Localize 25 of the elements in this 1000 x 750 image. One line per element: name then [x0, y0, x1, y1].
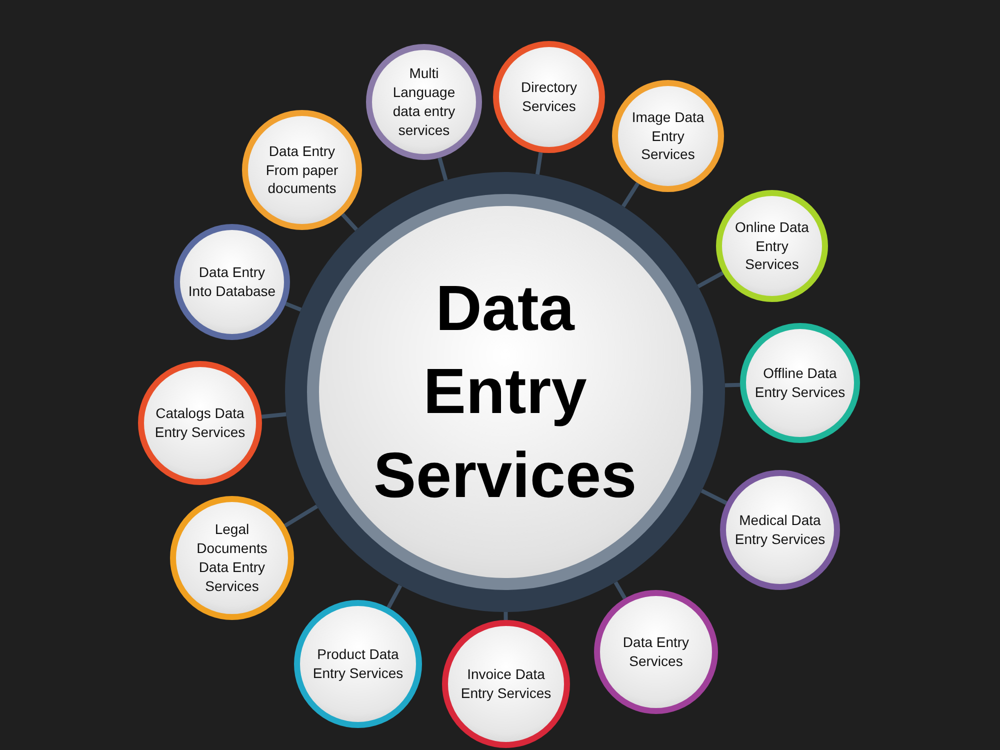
- service-label: Data Entry Services: [622, 633, 690, 671]
- connector-line: [724, 382, 740, 388]
- service-label: Multi Language data entry services: [392, 64, 456, 140]
- service-label: Online Data Entry Services: [734, 218, 810, 274]
- connector-line: [621, 182, 640, 208]
- service-label: Invoice Data Entry Services: [460, 665, 552, 703]
- connector-line: [697, 271, 724, 288]
- connector-line: [341, 212, 358, 231]
- service-label: Image Data Entry Services: [630, 108, 706, 164]
- connector-line: [504, 612, 508, 620]
- connector-line: [614, 581, 627, 600]
- service-label: Legal Documents Data Entry Services: [196, 520, 268, 596]
- service-label: Directory Services: [520, 78, 578, 116]
- connector-line: [386, 584, 402, 609]
- connector-line: [535, 152, 543, 175]
- hub-title: Data Entry Services: [372, 271, 638, 513]
- service-label: Medical Data Entry Services: [734, 511, 826, 549]
- service-label: Offline Data Entry Services: [754, 364, 846, 402]
- service-label: Catalogs Data Entry Services: [154, 404, 246, 442]
- service-label: Data Entry Into Database: [187, 263, 277, 301]
- connector-line: [700, 488, 728, 505]
- connector-line: [284, 504, 318, 528]
- service-label: Data Entry From paper documents: [264, 142, 340, 198]
- connector-line: [261, 412, 286, 419]
- service-label: Product Data Entry Services: [312, 645, 404, 683]
